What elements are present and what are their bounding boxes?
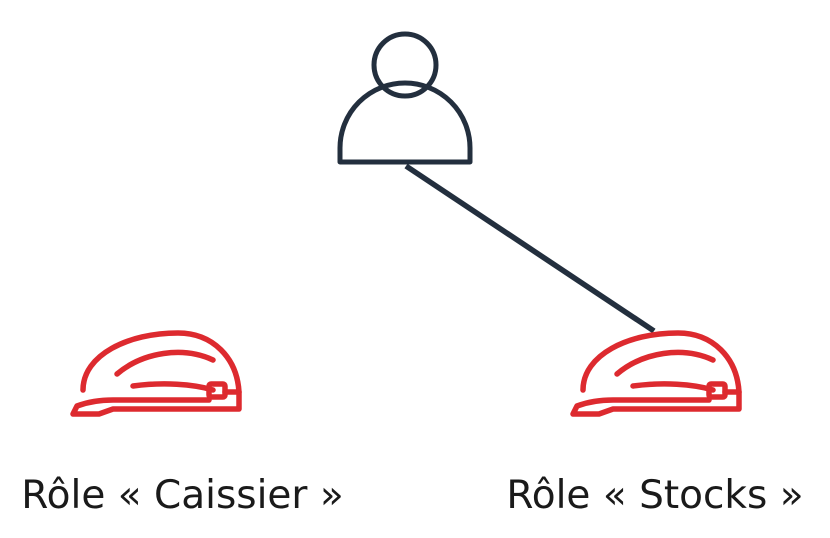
stocks-role-label: Rôle « Stocks » [506,473,804,518]
cashier-role-hard-hat-icon [70,330,242,417]
user-icon [337,31,473,165]
user-to-stocks-connector [404,163,656,334]
stocks-role-hard-hat-icon [570,330,742,417]
user-icon-head [371,31,439,99]
cashier-role-label: Rôle « Caissier » [21,473,344,518]
user-icon-body [337,80,473,165]
